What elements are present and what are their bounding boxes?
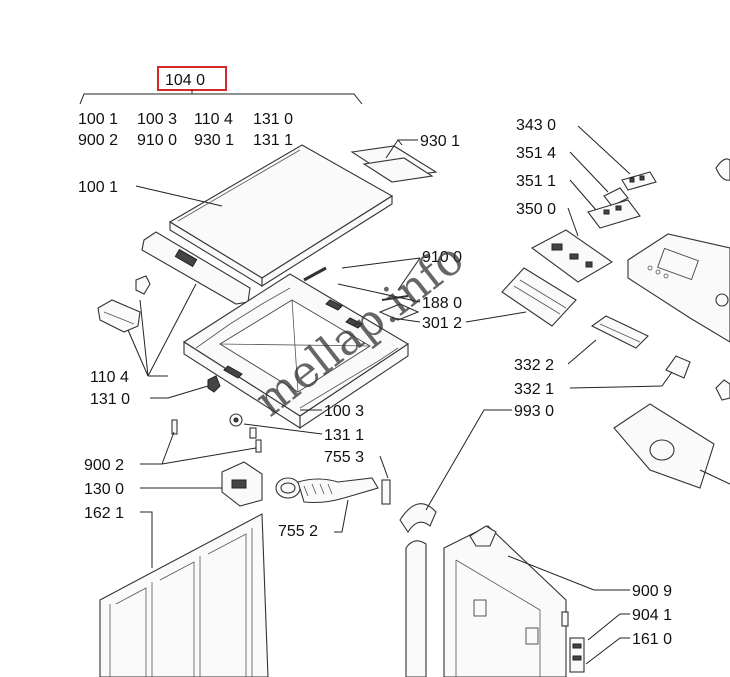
clip-904-part: [561, 611, 569, 627]
header-row2-2: 930 1: [194, 132, 234, 149]
label-350-0: 350 0: [516, 201, 556, 218]
button-strip-351-1-part: [587, 199, 641, 229]
round-part-top-right: [715, 158, 730, 181]
inlet-hose-part: [275, 477, 379, 504]
label-332-2: 332 2: [514, 357, 554, 374]
door-lock-part: [221, 461, 263, 507]
header-row1-2: 110 4: [194, 111, 233, 128]
foil-strip-part: [350, 145, 438, 183]
control-panel-part: [627, 233, 730, 343]
top-lid-part: [168, 144, 394, 287]
label-910-0: 910 0: [422, 249, 462, 266]
label-904-1: 904 1: [632, 607, 672, 624]
switch-343-part: [621, 171, 657, 191]
tub-assembly-part: [613, 403, 715, 489]
detergent-drawer-part: [501, 267, 577, 327]
label-100-3: 100 3: [324, 403, 364, 420]
header-row1-1: 100 3: [137, 111, 177, 128]
label-131-1: 131 1: [324, 427, 364, 444]
bracket-part: [378, 303, 420, 321]
label-900-2: 900 2: [84, 457, 124, 474]
label-130-0: 130 0: [84, 481, 124, 498]
label-161-0: 161 0: [632, 631, 672, 648]
header-row2-1: 910 0: [137, 132, 177, 149]
highlight-label: 104 0: [165, 72, 205, 89]
header-row1-0: 100 1: [78, 111, 118, 128]
spring-part: [381, 295, 409, 301]
header-row2-3: 131 1: [253, 132, 293, 149]
base-frame-part: [182, 273, 410, 430]
label-188-0: 188 0: [422, 295, 462, 312]
hose-clamp-part: [381, 479, 391, 505]
hinge-part: [229, 413, 257, 439]
label-351-4: 351 4: [516, 145, 556, 162]
label-993-0: 993 0: [514, 403, 554, 420]
label-351-1: 351 1: [516, 173, 556, 190]
header-row2-0: 900 2: [78, 132, 118, 149]
label-110-4: 110 4: [90, 369, 129, 386]
label-332-1: 332 1: [514, 381, 554, 398]
cabinet-back-part: [443, 525, 567, 677]
control-board-part: [530, 229, 614, 283]
group-bracket: [79, 93, 363, 105]
label-131-0: 131 0: [90, 391, 130, 408]
knob-351-4-part: [603, 187, 629, 207]
label-343-0: 343 0: [516, 117, 556, 134]
label-100-1: 100 1: [78, 179, 118, 196]
label-900-9: 900 9: [632, 583, 672, 600]
label-301-2: 301 2: [422, 315, 462, 332]
latch-part: [207, 375, 221, 393]
label-755-2: 755 2: [278, 523, 318, 540]
drain-pipe-part: [399, 503, 437, 677]
label-930-1: 930 1: [420, 133, 460, 150]
label-162-1: 162 1: [84, 505, 124, 522]
side-panel-part: [99, 513, 269, 677]
drawer-insert-part: [590, 315, 649, 349]
front-panel-bar-part: [141, 231, 251, 305]
rod-part: [303, 266, 327, 282]
handle-part: [97, 299, 141, 333]
screw-part: [171, 419, 262, 453]
small-clip-part: [135, 275, 151, 295]
header-row1-3: 131 0: [253, 111, 293, 128]
small-part-right: [715, 379, 730, 401]
bracket-161-part: [569, 637, 585, 673]
label-755-3: 755 3: [324, 449, 364, 466]
